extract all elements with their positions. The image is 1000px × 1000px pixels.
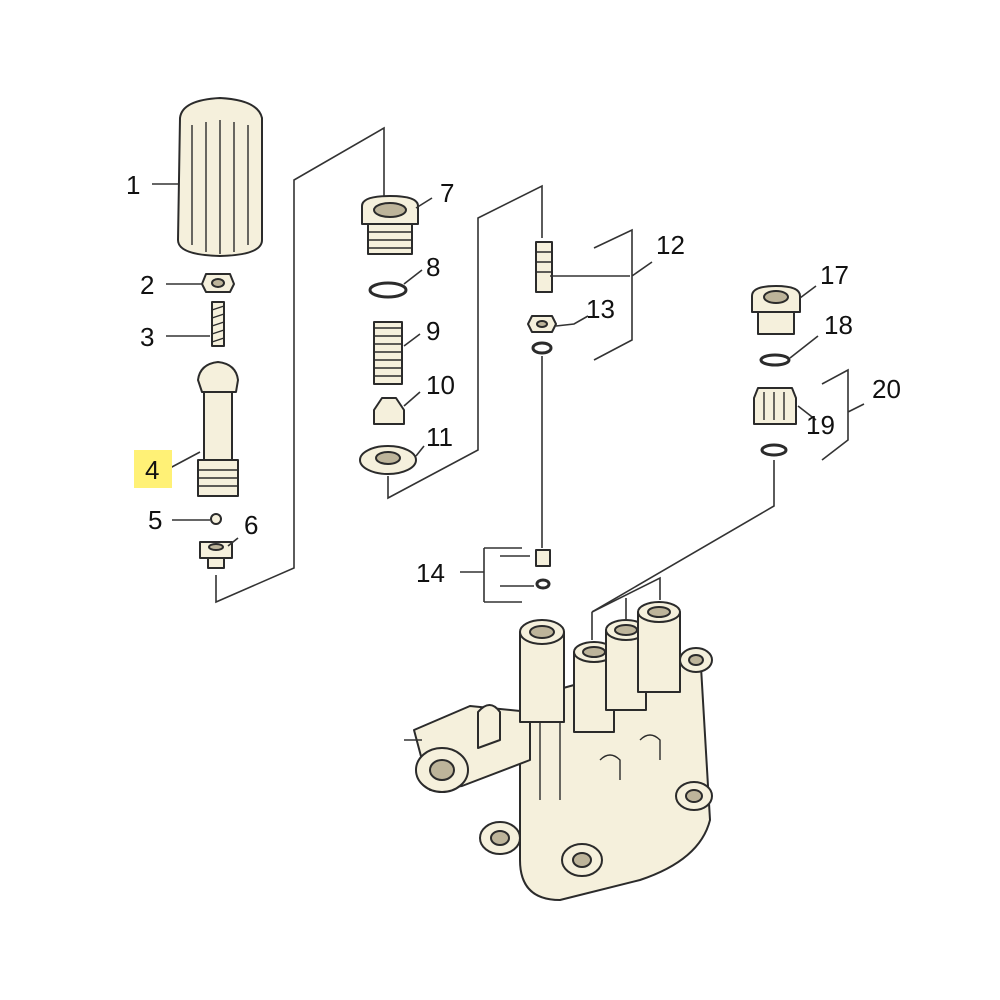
callout-17: 17 <box>820 260 849 290</box>
part-1-knob-cap <box>177 97 263 257</box>
callout-4: 4 <box>145 455 159 485</box>
callout-9: 9 <box>426 316 440 346</box>
part-6-seat <box>199 541 233 569</box>
part-17-plug <box>751 285 801 335</box>
callout-13: 13 <box>586 294 615 324</box>
callout-3: 3 <box>140 322 154 352</box>
callout-19: 19 <box>806 410 835 440</box>
part-8-o-ring <box>368 281 408 299</box>
part-19-o-ring <box>760 443 788 457</box>
callout-12: 12 <box>656 230 685 260</box>
manifold-leader-lines <box>591 576 661 640</box>
part-18-o-ring <box>759 353 791 367</box>
callout-4-highlight <box>134 450 172 488</box>
part-19-check-valve <box>753 387 797 425</box>
callout-20: 20 <box>872 374 901 404</box>
callout-11: 11 <box>426 422 453 452</box>
part-12-valve-stem <box>535 241 553 293</box>
part-14-o-ring <box>535 578 551 590</box>
part-9-spring <box>373 321 403 385</box>
callout-5: 5 <box>148 505 162 535</box>
callout-8: 8 <box>426 252 440 282</box>
part-10-piston <box>373 397 405 425</box>
callout-7: 7 <box>440 178 454 208</box>
part-7-plug <box>361 195 419 255</box>
callout-18: 18 <box>824 310 853 340</box>
callout-6: 6 <box>244 510 258 540</box>
bracket-left-group <box>215 126 385 604</box>
callout-2: 2 <box>140 270 154 300</box>
part-14-insert <box>535 549 551 567</box>
callout-1: 1 <box>126 170 140 200</box>
part-2-nut <box>201 273 235 293</box>
part-5-ball <box>210 513 222 525</box>
callout-10: 10 <box>426 370 455 400</box>
part-3-threaded-rod <box>211 301 225 347</box>
part-11-washer <box>359 445 417 475</box>
pump-manifold-body <box>404 601 713 901</box>
callout-14: 14 <box>416 558 445 588</box>
part-13-o-ring <box>531 341 553 355</box>
bracket-middle-group <box>387 184 543 500</box>
part-4-unloader-body <box>197 361 239 497</box>
part-13-nut <box>527 315 557 333</box>
callout-leaders <box>152 183 865 603</box>
right-guide-line <box>591 460 775 613</box>
